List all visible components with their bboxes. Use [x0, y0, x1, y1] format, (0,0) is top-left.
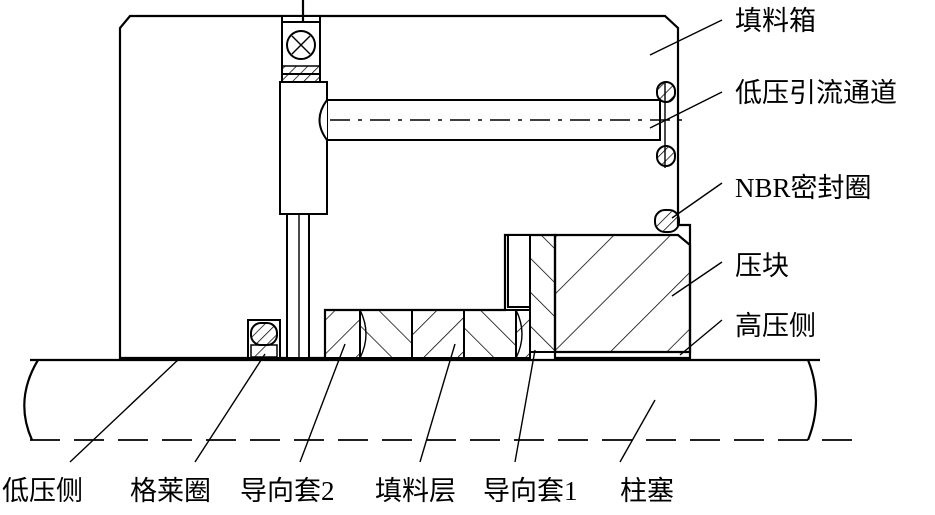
- label-guide-sleeve-2: 导向套2: [240, 476, 335, 506]
- glyd-ring: [247, 319, 281, 359]
- screw-plug: [281, 21, 321, 83]
- label-guide-sleeve-1: 导向套1: [483, 476, 578, 506]
- label-plunger: 柱塞: [620, 476, 674, 506]
- press-block: [507, 233, 692, 354]
- label-low-pressure-channel: 低压引流通道: [735, 78, 897, 108]
- label-glyd-ring: 格莱圈: [130, 476, 211, 506]
- o-ring-channel-bottom: [656, 145, 676, 167]
- o-ring-channel-top: [656, 81, 676, 103]
- label-packing-box: 填料箱: [735, 6, 816, 36]
- plunger: [23, 358, 860, 441]
- nbr-seal-ring: [654, 209, 680, 233]
- label-nbr-seal: NBR密封圈: [735, 173, 872, 203]
- packing-layer: [359, 309, 517, 359]
- label-low-pressure-side: 低压侧: [2, 476, 83, 506]
- leader-lines: [69, 19, 723, 463]
- label-packing-layer: 填料层: [375, 476, 456, 506]
- label-press-block: 压块: [735, 251, 789, 281]
- guide-sleeve-1: [515, 309, 531, 359]
- label-high-pressure-side: 高压侧: [735, 311, 816, 341]
